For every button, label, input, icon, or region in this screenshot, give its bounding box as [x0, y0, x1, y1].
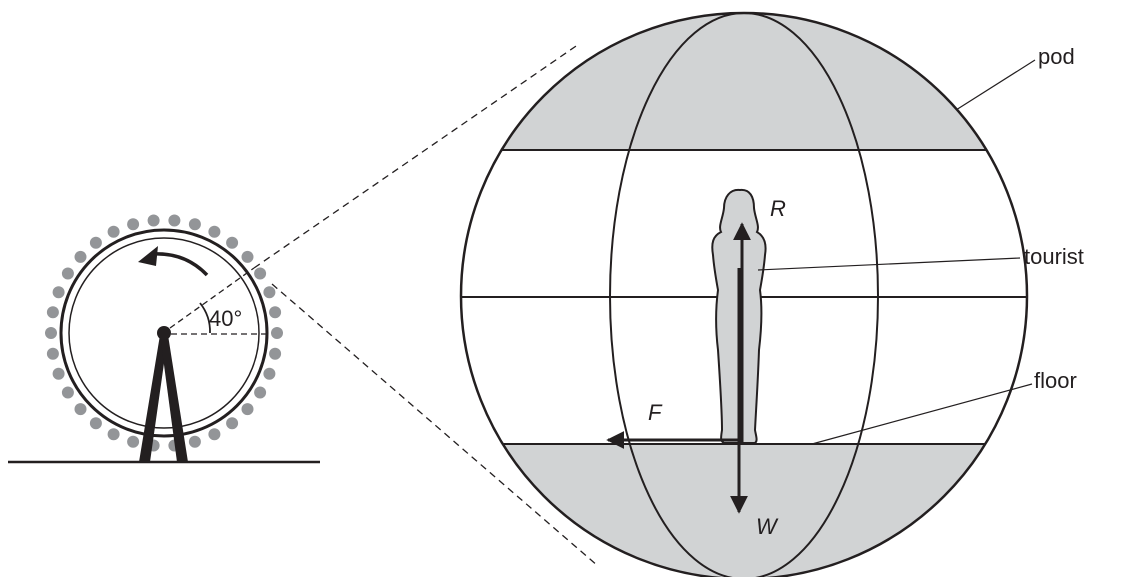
- wheel-pod: [269, 347, 282, 360]
- wheel-pod: [254, 267, 267, 280]
- wheel-pod: [147, 214, 160, 227]
- wheel-pod: [168, 214, 181, 227]
- wheel-pod: [74, 403, 87, 416]
- wheel-pod: [127, 218, 140, 231]
- angle-label: 40°: [209, 306, 242, 331]
- wheel-pod: [271, 327, 283, 339]
- pod-leader-line: [955, 59, 1036, 111]
- enlarged-pod: R F W: [459, 11, 1029, 577]
- wheel-pod: [45, 327, 57, 339]
- ferris-wheel: 40°: [8, 214, 320, 464]
- rotation-arrowhead: [138, 246, 158, 266]
- wheel-pod: [127, 435, 140, 448]
- radius-to-pod-line: [169, 267, 255, 329]
- wheel-support-right-leg: [160, 335, 188, 462]
- wheel-pod: [254, 386, 267, 399]
- wheel-pods: [45, 214, 283, 452]
- wheel-inner-rim: [68, 237, 260, 429]
- wheel-pod: [107, 428, 120, 441]
- pod-outline: [459, 11, 1029, 577]
- wheel-pod: [208, 225, 221, 238]
- wheel-pod: [188, 218, 201, 231]
- wheel-hub: [157, 326, 171, 340]
- wheel-pod: [241, 250, 254, 263]
- pod-label: pod: [1038, 44, 1075, 69]
- tourist-leader-line: [757, 257, 1021, 271]
- wheel-pod: [89, 236, 102, 249]
- angle-arc: [199, 302, 211, 334]
- wheel-pod: [188, 435, 201, 448]
- wheel-pod: [107, 225, 120, 238]
- force-f-label: F: [648, 400, 663, 425]
- wheel-pod: [46, 347, 59, 360]
- wheel-pod: [52, 367, 65, 380]
- floor-label: floor: [1034, 368, 1077, 393]
- zoom-line-top: [253, 43, 580, 269]
- wheel-pod: [269, 306, 282, 319]
- wheel-pod: [52, 286, 65, 299]
- wheel-outer-rim: [59, 228, 269, 438]
- wheel-support-left-leg: [139, 335, 168, 462]
- wheel-pod: [208, 428, 221, 441]
- wheel-pod: [226, 236, 239, 249]
- wheel-pod: [263, 367, 276, 380]
- zoom-line-bottom: [271, 283, 599, 567]
- tourist-label: tourist: [1024, 244, 1084, 269]
- wheel-pod: [226, 417, 239, 430]
- wheel-pod: [61, 267, 74, 280]
- wheel-pod: [263, 286, 276, 299]
- floor-leader-line: [811, 383, 1033, 445]
- pod-bottom-shaded-region: [461, 444, 1027, 577]
- wheel-pod: [46, 306, 59, 319]
- wheel-pod: [61, 386, 74, 399]
- wheel-pod: [241, 403, 254, 416]
- rotation-arrow: [151, 252, 209, 277]
- force-w-label: W: [756, 514, 779, 539]
- force-r-label: R: [770, 196, 786, 221]
- wheel-pod: [74, 250, 87, 263]
- wheel-pod: [89, 417, 102, 430]
